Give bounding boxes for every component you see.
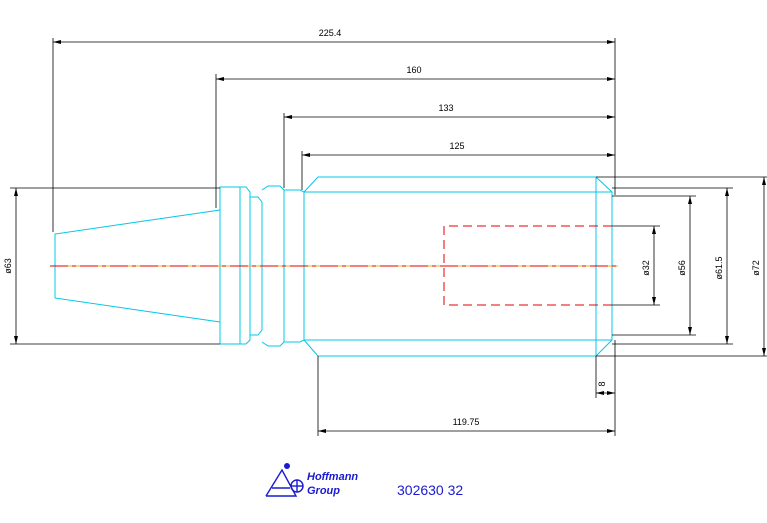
dim-length-125: 125: [449, 141, 464, 151]
dim-dia-32: ø32: [641, 260, 651, 276]
title-block: Hoffmann Group 302630 32: [265, 463, 463, 498]
brand-name-line1: Hoffmann: [307, 471, 358, 483]
arrowheads: [14, 40, 766, 433]
dim-overall-length: 225.4: [319, 28, 342, 38]
dim-dia-56: ø56: [677, 260, 687, 276]
dim-offset-8: 8: [597, 381, 607, 386]
part-number: 302630 32: [397, 482, 463, 498]
dim-length-160: 160: [406, 65, 421, 75]
hoffmann-group-logo-icon: [265, 463, 304, 497]
dim-dia-63: ø63: [3, 258, 13, 274]
bore-outline: [443, 225, 612, 306]
dim-length-119: 119.75: [453, 417, 480, 427]
dim-length-133: 133: [438, 103, 453, 113]
hidden-bore: [443, 225, 612, 306]
dim-dia-72: ø72: [751, 260, 761, 276]
dimension-lines: [10, 38, 767, 436]
dim-dia-61: ø61.5: [714, 256, 724, 279]
brand-name-line2: Group: [307, 485, 340, 497]
